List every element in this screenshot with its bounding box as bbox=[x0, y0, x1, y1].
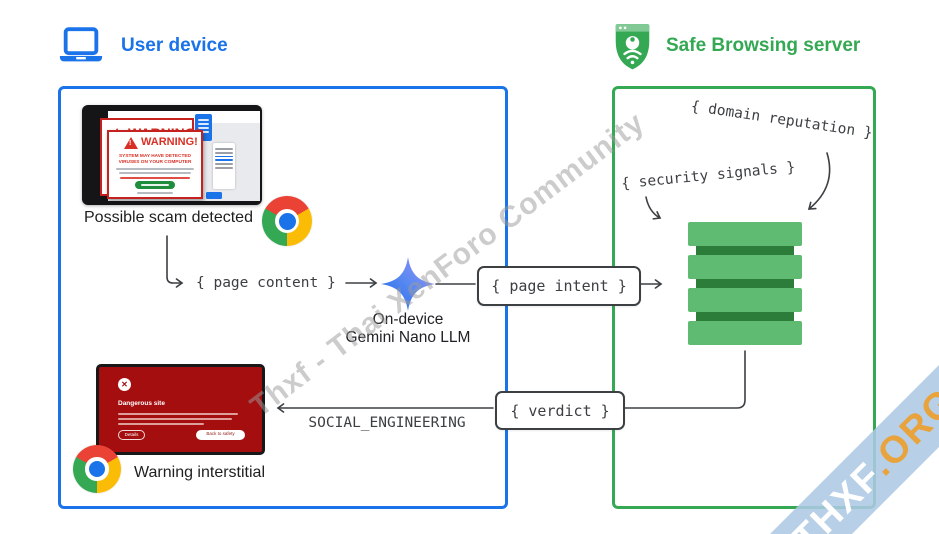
warning-interstitial-caption: Warning interstitial bbox=[134, 464, 266, 481]
permission-card bbox=[213, 143, 235, 189]
interstitial-screenshot: ✕ Dangerous site Details Back to safety bbox=[96, 364, 265, 455]
scam-screenshot: WARNING! WARNING! SYSTEM MAY HAVE DETECT… bbox=[82, 105, 262, 205]
details-button-label: Details bbox=[124, 432, 139, 437]
details-button: Details bbox=[118, 430, 145, 440]
fine-print-bar bbox=[119, 172, 191, 174]
chrome-icon bbox=[73, 445, 121, 493]
scam-caption: Possible scam detected bbox=[84, 209, 253, 226]
warning-popup-title: WARNING! bbox=[141, 136, 198, 148]
body-text-bar bbox=[118, 423, 204, 426]
safe-browsing-server-heading: Safe Browsing server bbox=[666, 35, 861, 56]
fine-print-bar bbox=[116, 168, 194, 170]
user-device-heading: User device bbox=[121, 35, 228, 56]
page-content-label: { page content } bbox=[196, 275, 336, 291]
verdict-value-label: SOCIAL_ENGINEERING bbox=[308, 415, 466, 431]
chrome-icon bbox=[262, 196, 312, 246]
warning-line-2: VIRUSES ON YOUR COMPUTER bbox=[118, 159, 192, 165]
warning-line-1: SYSTEM MAY HAVE DETECTED bbox=[119, 153, 191, 159]
laptop-icon bbox=[59, 27, 103, 62]
page-intent-label: { page intent } bbox=[491, 277, 627, 295]
dangerous-site-title: Dangerous site bbox=[118, 399, 165, 407]
back-to-safety-label: Back to safety bbox=[206, 431, 235, 436]
call-now-button bbox=[135, 181, 175, 189]
red-text-bar bbox=[120, 177, 190, 180]
body-text-bar bbox=[118, 413, 238, 416]
gemini-sparkle-icon bbox=[381, 257, 435, 311]
verdict-label: { verdict } bbox=[510, 401, 610, 420]
llm-label-line1: On-device bbox=[372, 311, 444, 328]
back-to-safety-button: Back to safety bbox=[196, 430, 245, 440]
allow-button bbox=[206, 192, 222, 199]
page-intent-box: { page intent } bbox=[477, 266, 641, 306]
warning-popup: WARNING! SYSTEM MAY HAVE DETECTED VIRUSE… bbox=[107, 130, 203, 199]
llm-label-line2: Gemini Nano LLM bbox=[345, 329, 471, 346]
server-stack-icon bbox=[688, 222, 802, 345]
verdict-box: { verdict } bbox=[495, 391, 625, 430]
warning-triangle-icon bbox=[124, 137, 138, 149]
body-text-bar bbox=[118, 418, 232, 421]
fine-print-bar bbox=[137, 192, 173, 194]
error-x-icon: ✕ bbox=[118, 378, 131, 391]
shield-icon bbox=[615, 24, 650, 70]
